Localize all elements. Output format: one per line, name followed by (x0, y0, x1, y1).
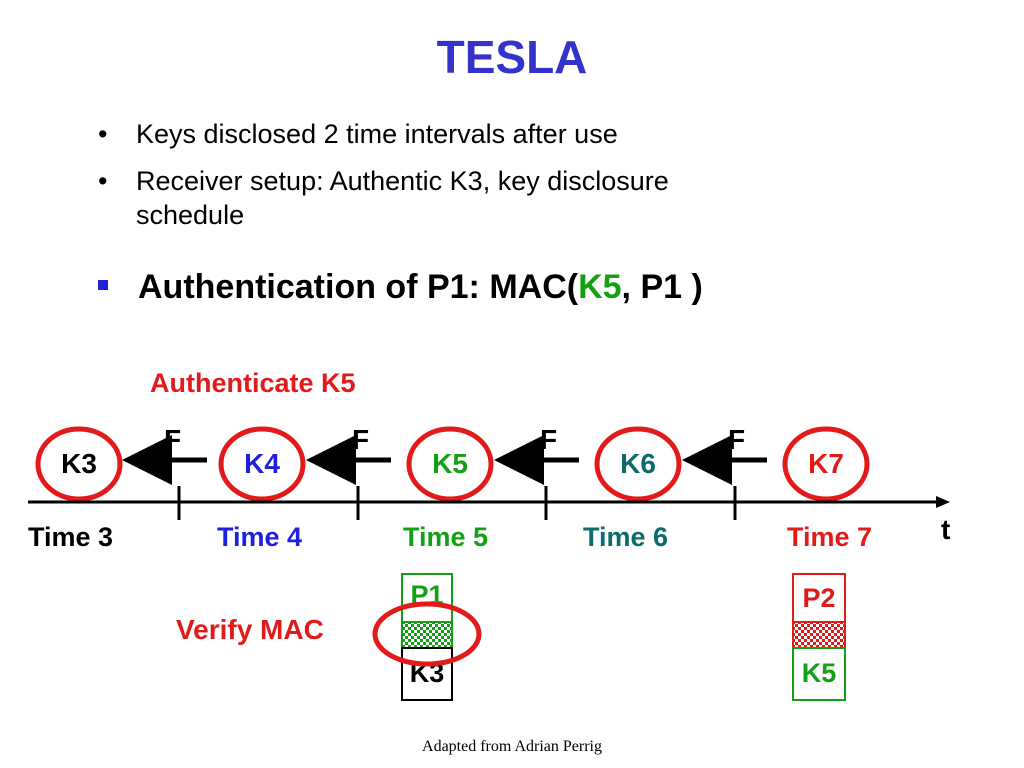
time-axis-arrowhead (936, 496, 950, 508)
key-label-k4: K4 (244, 448, 280, 479)
packet1-bottom-label: K3 (409, 658, 445, 688)
time-label-7: Time 7 (787, 522, 873, 552)
time-label-6: Time 6 (583, 522, 669, 552)
key-label-k3: K3 (61, 448, 97, 479)
key-circle-k4 (218, 426, 306, 502)
main-bullet-prefix: Authentication of P1: MAC( (138, 268, 579, 306)
main-bullet: Authentication of P1: MAC(K5, P1 ) (138, 268, 703, 307)
bullet-2: • Receiver setup: Authentic K3, key disc… (98, 164, 669, 198)
authenticate-label: Authenticate K5 (150, 368, 356, 398)
key-label-k7: K7 (808, 448, 844, 479)
bullet-1-text: Keys disclosed 2 time intervals after us… (136, 119, 618, 149)
f-label-4: F (728, 424, 746, 455)
key-circle-k7 (782, 426, 870, 502)
credit-text: Adapted from Adrian Perrig (422, 738, 602, 755)
key-circle-k3 (35, 426, 123, 502)
f-label-2: F (352, 424, 370, 455)
key-label-k5: K5 (432, 448, 468, 479)
main-bullet-suffix: , P1 ) (621, 268, 703, 306)
bullet-2-text: Receiver setup: Authentic K3, key disclo… (136, 166, 669, 196)
verify-mac-label: Verify MAC (176, 614, 324, 645)
key-circle-k6 (594, 426, 682, 502)
packet2-mac-box (792, 621, 846, 649)
key-circle-k5 (406, 426, 494, 502)
packet2-bottom-label: K5 (801, 658, 837, 688)
packet1-mac-box (401, 621, 453, 649)
slide-title: TESLA (436, 31, 588, 83)
time-label-3: Time 3 (28, 522, 114, 552)
f-label-1: F (164, 424, 182, 455)
bullet-dot: • (98, 119, 108, 149)
axis-label-t: t (941, 514, 951, 545)
packet2-top-label: P2 (802, 583, 836, 613)
bullet-2-continued: schedule (136, 200, 245, 230)
f-label-3: F (540, 424, 558, 455)
time-label-5: Time 5 (403, 522, 489, 552)
packet1-top-label: P1 (410, 580, 444, 610)
packet2-bottom-box (792, 647, 846, 701)
bullet-1: • Keys disclosed 2 time intervals after … (98, 117, 618, 151)
bullet-dot: • (98, 166, 108, 196)
main-bullet-key: K5 (578, 268, 622, 306)
square-bullet-icon (98, 280, 108, 290)
key-label-k6: K6 (620, 448, 656, 479)
time-label-4: Time 4 (217, 522, 303, 552)
